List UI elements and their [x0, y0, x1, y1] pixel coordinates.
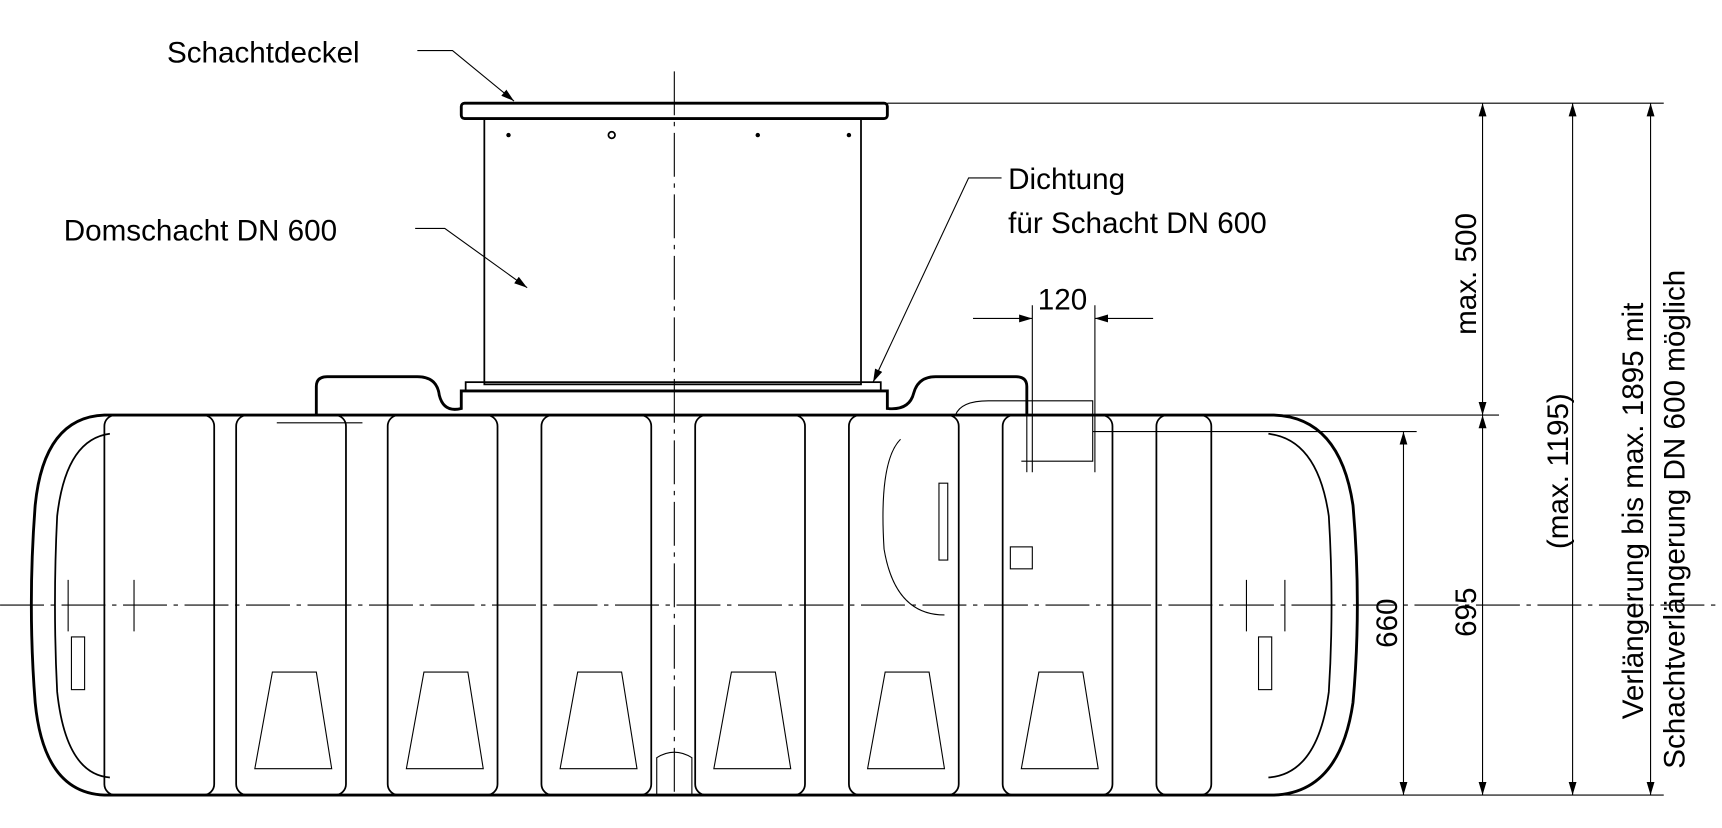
dimension-max-500: max. 500	[1450, 103, 1487, 416]
tank-body	[29, 375, 1359, 797]
dimension-max-1195: (max. 1195)	[1542, 103, 1577, 796]
dome-shaft	[464, 117, 882, 392]
label-seal-line2: für Schacht DN 600	[1008, 207, 1267, 240]
dimension-695: 695	[1450, 415, 1487, 796]
label-lid: Schachtdeckel	[167, 37, 360, 70]
svg-text:max. 500: max. 500	[1450, 213, 1483, 335]
svg-text:Schachtverlängerung DN 600 mög: Schachtverlängerung DN 600 möglich	[1659, 270, 1692, 769]
label-seal-line1: Dichtung	[1008, 163, 1125, 196]
dimension-extension: Verlängerung bis max. 1895 mit Schachtve…	[1617, 103, 1692, 796]
label-dome-shaft: Domschacht DN 600	[64, 214, 337, 247]
svg-text:(max. 1195): (max. 1195)	[1542, 393, 1575, 549]
svg-text:660: 660	[1371, 598, 1404, 647]
dimension-660: 660	[1371, 431, 1408, 796]
svg-text:Verlängerung bis max. 1895 mit: Verlängerung bis max. 1895 mit	[1617, 302, 1650, 719]
svg-text:695: 695	[1450, 587, 1483, 636]
svg-text:120: 120	[1038, 284, 1087, 317]
dimension-120: 120	[973, 284, 1154, 473]
